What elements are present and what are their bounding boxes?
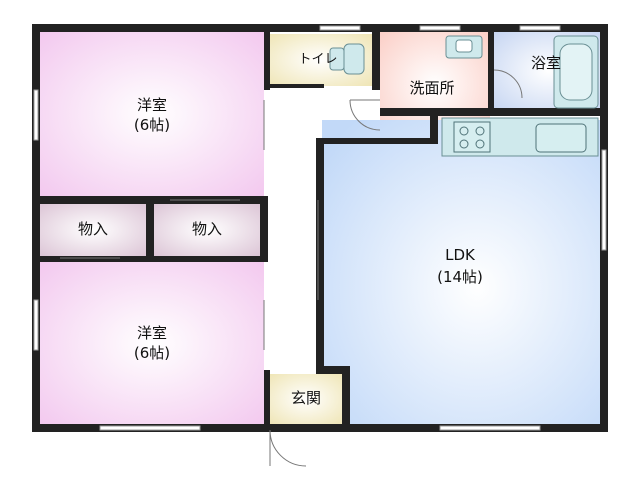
western-room-bottom-label: 洋室 [137, 324, 167, 342]
bathroom-label: 浴室 [531, 54, 561, 72]
closet-right-label: 物入 [192, 220, 222, 238]
ldk-label: LDK [445, 246, 476, 264]
toilet-label: トイレ [298, 52, 337, 67]
windows [33, 25, 607, 431]
doors [60, 69, 523, 467]
entrance-floor [268, 374, 344, 424]
closet-right-floor [154, 204, 260, 256]
western-room-bottom-size: (6帖) [134, 344, 170, 362]
western-room-top-floor [40, 32, 264, 196]
closet-left-label: 物入 [78, 220, 108, 238]
western-room-bottom-floor [40, 262, 264, 426]
toilet-fixture [329, 43, 365, 75]
ldk-size: (14帖) [437, 268, 483, 286]
washbasin-fixture [445, 35, 483, 59]
bathtub-fixture [553, 35, 599, 109]
kitchen-counter [441, 117, 599, 157]
western-room-top-size: (6帖) [134, 116, 170, 134]
entrance-label: 玄関 [291, 389, 321, 407]
western-room-top-label: 洋室 [137, 96, 167, 114]
ldk-floor [322, 120, 604, 424]
closet-left-floor [40, 204, 146, 256]
washroom-label: 洗面所 [409, 79, 454, 97]
hallway-floor [264, 88, 318, 426]
